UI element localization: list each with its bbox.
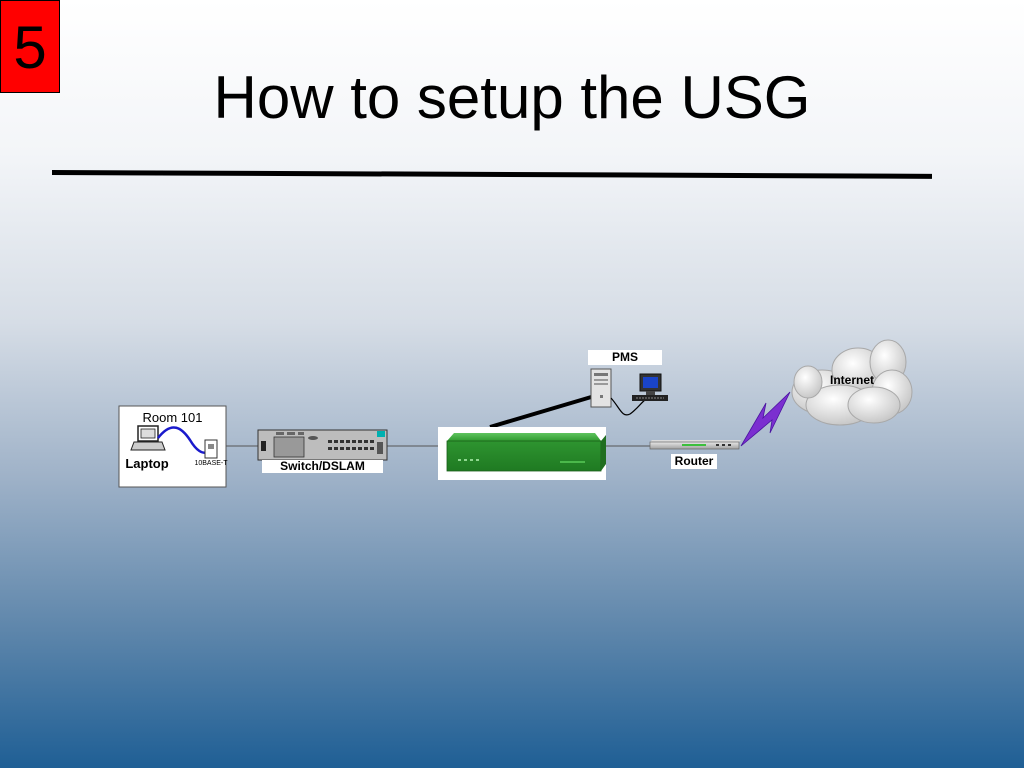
internet-cloud-icon xyxy=(791,339,913,426)
laptop-icon xyxy=(130,425,166,451)
connection-lines xyxy=(226,393,650,447)
switch-dslam-icon xyxy=(257,429,388,461)
slide-number: 5 xyxy=(0,0,60,93)
laptop-cable xyxy=(157,426,211,455)
lightning-icon xyxy=(740,391,791,447)
slide-title: How to setup the USG xyxy=(213,64,811,131)
pms-cable xyxy=(610,397,647,416)
pms-label: PMS xyxy=(588,350,662,365)
pms-server-icon xyxy=(590,368,612,408)
internet-label: Internet xyxy=(829,373,874,387)
room-label: Room 101 xyxy=(142,410,203,425)
usg-device-icon xyxy=(438,427,606,480)
port-label: 10BASE-T xyxy=(194,460,228,467)
router-icon xyxy=(649,440,741,450)
pms-monitor-icon xyxy=(632,373,668,401)
laptop-label: Laptop xyxy=(125,456,169,471)
router-label: Router xyxy=(671,454,717,469)
switch-label: Switch/DSLAM xyxy=(262,460,383,473)
wall-port-icon xyxy=(204,439,218,459)
